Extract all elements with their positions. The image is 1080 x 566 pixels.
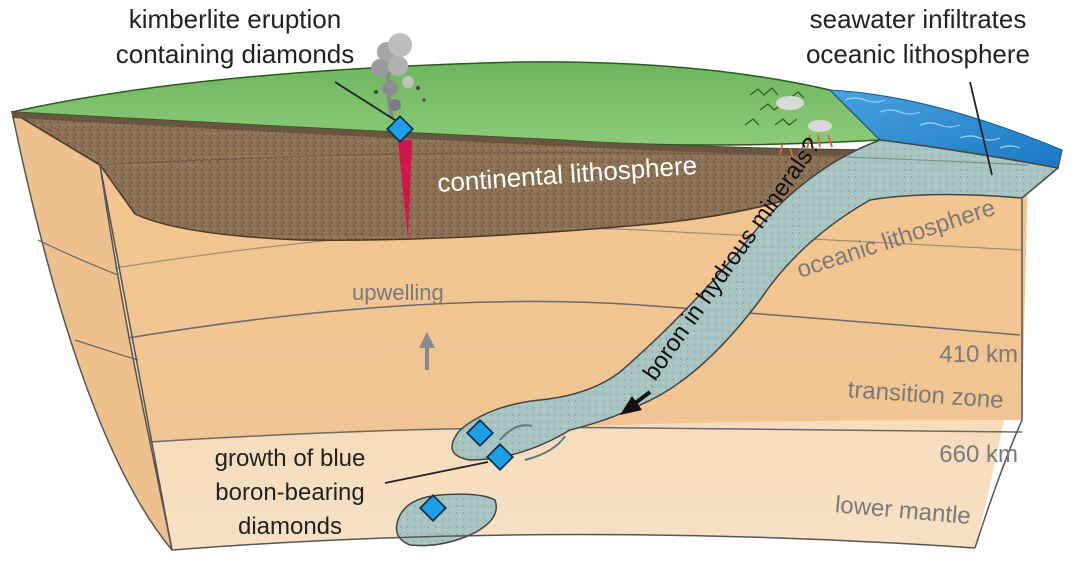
seawater-label-line1: seawater infiltrates [810, 4, 1027, 34]
eruption-plume-icon [371, 33, 426, 119]
growth-pointer [384, 461, 489, 484]
volcanic-arc-decoration [744, 87, 833, 179]
seawater-pointer [969, 81, 993, 176]
diamond-icon [418, 493, 448, 523]
earth-cross-section [10, 61, 1063, 551]
boundary-410km [127, 300, 1021, 339]
seawater-label-line2: oceanic lithosphere [806, 39, 1030, 69]
growth-label-line1: growth of blue [215, 445, 366, 472]
diamond-icon [385, 114, 415, 144]
diamond-icon [465, 418, 495, 448]
kimberlite-label-line2: containing diamonds [116, 39, 355, 69]
kimberlite-pointer [334, 81, 399, 123]
growth-label-line2: boron-bearing [215, 479, 364, 506]
arrow-up-icon [419, 332, 435, 370]
depth-410-label: 410 km [939, 341, 1018, 368]
diamond-icon [485, 442, 515, 472]
boundary-660km [149, 426, 1023, 443]
subducting-slab [451, 139, 1060, 461]
kimberlite-pipe [334, 33, 426, 240]
depth-660-label: 660 km [939, 441, 1018, 468]
block-left-face [10, 110, 173, 551]
upwelling-label: upwelling [352, 280, 444, 305]
growth-label-line3: diamonds [238, 513, 342, 540]
arrow-down-left-icon [620, 390, 652, 415]
dike [398, 140, 412, 240]
kimberlite-label-line1: kimberlite eruption [129, 4, 341, 34]
